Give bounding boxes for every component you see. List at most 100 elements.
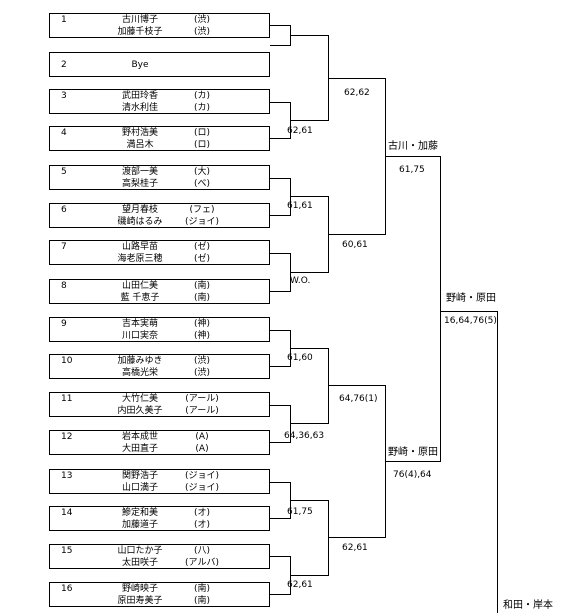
team-abbrev: (南) bbox=[193, 293, 211, 303]
seed-number: 3 bbox=[61, 91, 67, 101]
final-winner: 野崎・原田 bbox=[446, 293, 496, 304]
team-abbrev: (A) bbox=[195, 432, 209, 442]
team-abbrev: (オ) bbox=[193, 520, 211, 530]
r2-score-1: 62,62 bbox=[344, 88, 370, 98]
r1-score-7: 62,61 bbox=[287, 580, 313, 590]
seed-number: 2 bbox=[61, 60, 67, 70]
team-abbrev: (フェ) bbox=[189, 205, 215, 215]
seed-number: 7 bbox=[61, 242, 67, 252]
team-abbrev: (神) bbox=[193, 319, 211, 329]
r3-score-2: 76(4),64 bbox=[393, 470, 432, 480]
player-name: 岩本成世 bbox=[121, 432, 158, 442]
player-name: 吉本実萌 bbox=[121, 319, 158, 329]
team-abbrev: (ジョイ) bbox=[184, 471, 220, 481]
team-abbrev: (アルバ) bbox=[185, 558, 219, 568]
player-name: 加藤道子 bbox=[121, 520, 158, 530]
seed-number: 11 bbox=[61, 394, 73, 404]
seed-number: 6 bbox=[61, 205, 67, 215]
team-abbrev: (アール) bbox=[185, 406, 219, 416]
opponent-label: 和田・岸本 bbox=[503, 600, 553, 611]
r2-score-2: 60,61 bbox=[342, 240, 368, 250]
team-abbrev: (渋) bbox=[193, 15, 211, 25]
team-abbrev: (アール) bbox=[185, 394, 219, 404]
entry-box: 2 Bye bbox=[49, 52, 270, 77]
player-name: 山田仁美 bbox=[121, 281, 158, 291]
seed-number: 10 bbox=[61, 356, 73, 366]
seed-number: 9 bbox=[61, 319, 67, 329]
player-name: 野崎映子 bbox=[121, 584, 158, 594]
entry-box: 7 山路早苗 (ゼ) 海老原三穂 (ゼ) bbox=[49, 240, 270, 265]
seed-number: 13 bbox=[61, 471, 73, 481]
final-score: 16,64,76(5) bbox=[444, 316, 497, 326]
player-name: 川口実奈 bbox=[121, 331, 158, 341]
seed-number: 4 bbox=[61, 128, 67, 138]
player-name: 大竹仁美 bbox=[121, 394, 158, 404]
seed-number: 8 bbox=[61, 281, 67, 291]
player-name: 山口満子 bbox=[121, 483, 158, 493]
r3-winner-1: 古川・加藤 bbox=[388, 141, 438, 152]
player-name: 渡部一美 bbox=[121, 167, 158, 177]
team-abbrev: (ロ) bbox=[193, 140, 211, 150]
team-abbrev: (オ) bbox=[193, 508, 211, 518]
team-abbrev: (ゼ) bbox=[193, 254, 211, 264]
team-abbrev: (神) bbox=[193, 331, 211, 341]
player-name: 磯崎はるみ bbox=[117, 217, 163, 227]
r3-score-1: 61,75 bbox=[399, 165, 425, 175]
r1-score-3: W.O. bbox=[290, 276, 311, 286]
player-name: 原田寿美子 bbox=[117, 596, 163, 606]
entry-box: 13 関野浩子 (ジョイ) 山口満子 (ジョイ) bbox=[49, 469, 270, 494]
r2-score-3: 64,76(1) bbox=[339, 394, 378, 404]
bye-label: Bye bbox=[131, 60, 149, 70]
player-name: 古川博子 bbox=[121, 15, 158, 25]
team-abbrev: (南) bbox=[193, 596, 211, 606]
player-name: 加藤みゆき bbox=[117, 356, 163, 366]
team-abbrev: (ゼ) bbox=[193, 242, 211, 252]
team-abbrev: (南) bbox=[193, 281, 211, 291]
seed-number: 16 bbox=[61, 584, 73, 594]
entry-box: 1 古川博子 (渋) 加藤千枝子 (渋) bbox=[49, 13, 270, 38]
entry-box: 16 野崎映子 (南) 原田寿美子 (南) bbox=[49, 582, 270, 607]
team-abbrev: (A) bbox=[195, 444, 209, 454]
r1-score-6: 61,75 bbox=[287, 507, 313, 517]
team-abbrev: (ジョイ) bbox=[184, 217, 220, 227]
team-abbrev: (大) bbox=[193, 167, 211, 177]
team-abbrev: (ジョイ) bbox=[184, 483, 220, 493]
player-name: 関野浩子 bbox=[121, 471, 158, 481]
team-abbrev: (南) bbox=[193, 584, 211, 594]
entry-box: 8 山田仁美 (南) 藍 千恵子 (南) bbox=[49, 279, 270, 304]
player-name: 高橋光栄 bbox=[121, 368, 158, 378]
team-abbrev: (カ) bbox=[193, 103, 211, 113]
player-name: 高梨桂子 bbox=[121, 179, 158, 189]
team-abbrev: (渋) bbox=[193, 356, 211, 366]
player-name: 加藤千枝子 bbox=[117, 27, 163, 37]
seed-number: 1 bbox=[61, 15, 67, 25]
player-name: 武田玲香 bbox=[121, 91, 158, 101]
team-abbrev: (ロ) bbox=[193, 128, 211, 138]
player-name: 野村浩美 bbox=[121, 128, 158, 138]
player-name: 満呂木 bbox=[126, 140, 154, 150]
seed-number: 12 bbox=[61, 432, 73, 442]
r1-score-1: 62,61 bbox=[287, 126, 313, 136]
seed-number: 15 bbox=[61, 546, 73, 556]
r1-score-4: 61,60 bbox=[287, 353, 313, 363]
player-name: 鰺定和美 bbox=[121, 508, 158, 518]
player-name: 山口たか子 bbox=[117, 546, 163, 556]
player-name: 藍 千恵子 bbox=[120, 293, 160, 303]
entry-box: 12 岩本成世 (A) 大田直子 (A) bbox=[49, 430, 270, 455]
player-name: 山路早苗 bbox=[121, 242, 158, 252]
entry-box: 9 吉本実萌 (神) 川口実奈 (神) bbox=[49, 317, 270, 342]
team-abbrev: (カ) bbox=[193, 91, 211, 101]
r2-score-4: 62,61 bbox=[342, 543, 368, 553]
player-name: 望月春枝 bbox=[121, 205, 158, 215]
player-name: 海老原三穂 bbox=[117, 254, 163, 264]
team-abbrev: (渋) bbox=[193, 27, 211, 37]
entry-box: 4 野村浩美 (ロ) 満呂木 (ロ) bbox=[49, 126, 270, 151]
player-name: 大田直子 bbox=[121, 444, 158, 454]
seed-number: 5 bbox=[61, 167, 67, 177]
r3-winner-2: 野崎・原田 bbox=[388, 447, 438, 458]
team-abbrev: (渋) bbox=[193, 368, 211, 378]
